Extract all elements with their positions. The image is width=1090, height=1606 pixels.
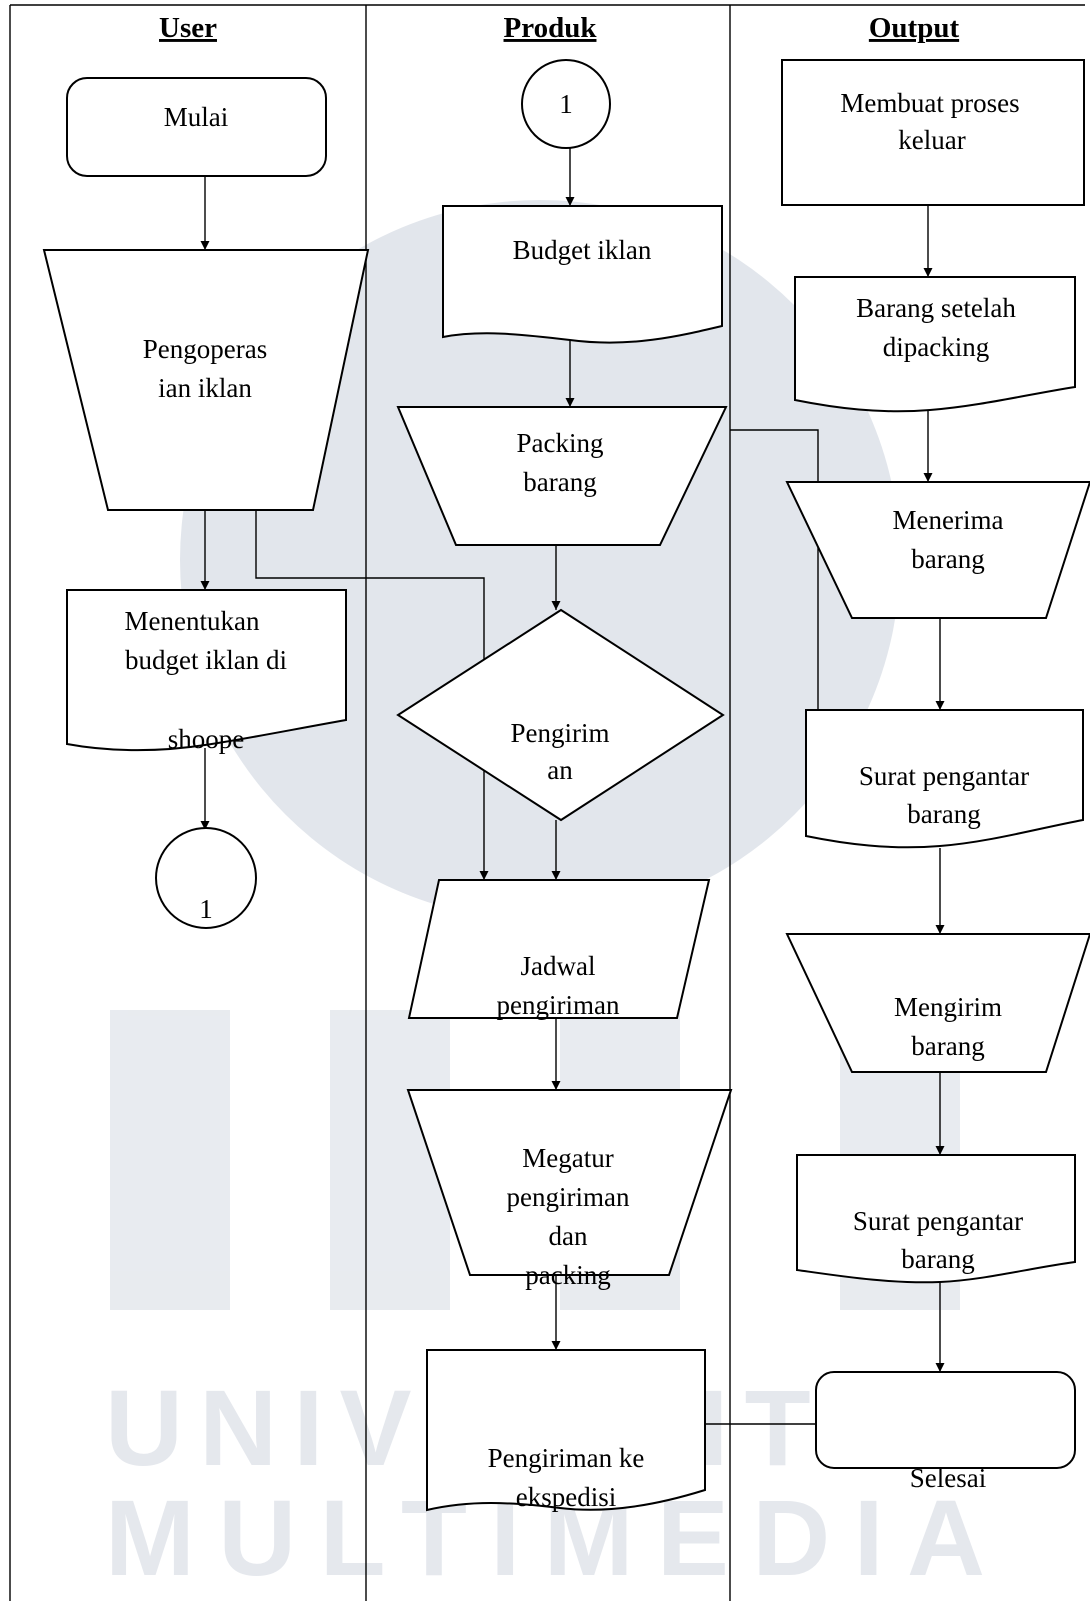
node-pengoperasian-line1: Pengoperas (143, 334, 267, 364)
node-mengirim-line2: barang (911, 1031, 984, 1061)
node-pengiriman-decision: Pengirim an (396, 608, 725, 822)
node-megatur-line1: Megatur (522, 1143, 613, 1173)
node-menerima-barang: Menerima barang (785, 481, 1090, 619)
node-pengiriman-line1: Pengirim (511, 718, 610, 748)
node-menentukan-line1: Menentukan (125, 606, 260, 636)
node-menentukan-budget: Menentukan budget iklan di shoope (66, 589, 347, 754)
node-selesai-label: Selesai (910, 1463, 986, 1493)
node-packing-line2: barang (523, 467, 596, 497)
node-barang-packing-line2: dipacking (883, 332, 989, 362)
node-megatur-line4: packing (525, 1260, 610, 1290)
node-mengirim-barang: Mengirim barang (785, 933, 1090, 1073)
node-connector-produk: 1 (521, 59, 611, 149)
watermark-circle (180, 200, 900, 920)
node-connector-user: 1 (155, 827, 257, 929)
node-connector-produk-label: 1 (559, 89, 573, 119)
node-proses-keluar-line1: Membuat proses (840, 88, 1019, 118)
node-mulai: Mulai (66, 77, 327, 177)
node-ekspedisi-line1: Pengiriman ke (488, 1443, 645, 1473)
node-surat-2-line1: Surat pengantar (853, 1206, 1023, 1236)
node-barang-setelah-dipacking: Barang setelah dipacking (794, 276, 1076, 413)
node-mulai-label: Mulai (164, 102, 229, 132)
node-membuat-proses-keluar: Membuat proses keluar (781, 59, 1085, 206)
lane-title-output: Output (869, 12, 960, 44)
node-menentukan-line2: budget iklan di (125, 645, 287, 675)
node-connector-user-label: 1 (199, 894, 213, 924)
node-jadwal-pengiriman: Jadwal pengiriman (407, 879, 711, 1020)
node-budget-iklan-label: Budget iklan (513, 235, 652, 265)
node-megatur-line2: pengiriman (507, 1182, 630, 1212)
lane-title-user: User (159, 12, 217, 44)
watermark-shape (110, 1010, 230, 1310)
node-jadwal-line1: Jadwal (521, 951, 596, 981)
node-selesai: Selesai (815, 1371, 1076, 1493)
node-packing-line1: Packing (517, 428, 604, 458)
node-pengoperasian-iklan: Pengoperas ian iklan (42, 249, 370, 511)
node-megatur-pengiriman: Megatur pengiriman dan packing (406, 1089, 733, 1290)
lane-title-produk: Produk (504, 12, 598, 44)
node-surat-pengantar-1: Surat pengantar barang (805, 709, 1084, 849)
node-surat-1-line2: barang (907, 799, 980, 829)
node-pengiriman-line2: an (547, 755, 573, 785)
node-ekspedisi-line2: ekspedisi (516, 1482, 617, 1512)
node-surat-1-line1: Surat pengantar (859, 761, 1029, 791)
node-megatur-line3: dan (549, 1221, 588, 1251)
node-menerima-line2: barang (911, 544, 984, 574)
node-menentukan-line3: shoope (168, 724, 245, 754)
node-pengoperasian-line2: ian iklan (158, 373, 252, 403)
node-surat-pengantar-2: Surat pengantar barang (796, 1154, 1076, 1284)
node-jadwal-line2: pengiriman (497, 990, 620, 1020)
node-proses-keluar-line2: keluar (898, 125, 965, 155)
node-budget-iklan: Budget iklan (442, 205, 723, 344)
watermark-shape (330, 1010, 450, 1310)
node-packing-barang: Packing barang (396, 406, 728, 546)
node-pengiriman-ekspedisi: Pengiriman ke ekspedisi (426, 1349, 706, 1512)
node-mengirim-line1: Mengirim (894, 992, 1002, 1022)
swimlane-frame (9, 4, 1085, 1601)
node-barang-packing-line1: Barang setelah (856, 293, 1016, 323)
node-surat-2-line2: barang (901, 1244, 974, 1274)
node-menerima-line1: Menerima (893, 505, 1004, 535)
